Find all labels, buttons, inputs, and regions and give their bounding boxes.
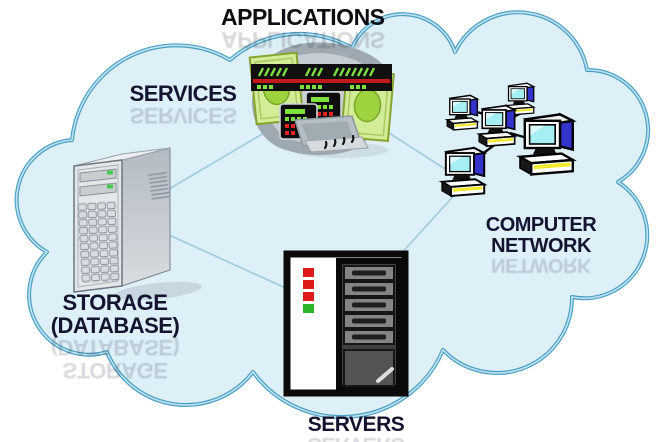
applications-label: APPLICATIONS APPLICATIONS	[221, 4, 385, 53]
computer-network-label: COMPUTER NETWORK NETWORK	[474, 214, 608, 276]
servers-label-text: SERVERS	[307, 413, 405, 436]
comma-marks	[323, 134, 355, 150]
computer-network-icon	[441, 82, 574, 197]
computer-network-label-line1: COMPUTER	[485, 214, 597, 236]
tower-side-face	[121, 147, 171, 287]
rack-panel-highlight	[376, 367, 394, 383]
optical-drives	[79, 168, 117, 197]
rack-bays	[343, 265, 395, 345]
server-rack-icon	[283, 250, 409, 397]
drive-led-green	[107, 170, 113, 175]
computer-network-label-line2: NETWORK	[491, 234, 591, 257]
network-pc-bottom	[441, 146, 486, 197]
servers-label: SERVERS SERVERS	[296, 414, 416, 442]
storage-label-reflection: STORAGE (DATABASE)	[50, 334, 180, 383]
led-red	[303, 280, 314, 289]
side-vent	[148, 171, 170, 200]
network-pc-right-large	[518, 113, 574, 176]
network-pc-left	[446, 94, 479, 131]
rack-lower-panel	[343, 349, 395, 387]
drive-bay-grid	[76, 201, 121, 283]
services-label-reflection: SERVICES	[129, 102, 237, 128]
switch-bar	[251, 64, 392, 91]
servers-label-reflection: SERVERS	[296, 433, 416, 442]
storage-label-text: STORAGE (DATABASE)	[50, 290, 180, 338]
applications-devices-icon	[248, 42, 395, 158]
cloud-outline-highlight	[15, 11, 649, 418]
led-red	[303, 292, 314, 301]
server-tower-icon	[73, 147, 202, 301]
applications-label-reflection: APPLICATIONS	[221, 26, 385, 53]
applications-label-text: APPLICATIONS	[221, 4, 385, 30]
switch-red-stripe	[253, 79, 390, 83]
tower-shadow	[114, 281, 202, 301]
led-green	[303, 304, 314, 313]
services-label-text: SERVICES	[129, 81, 237, 106]
led-red	[303, 268, 314, 277]
storage-label: STORAGE (DATABASE) STORAGE (DATABASE)	[1, 290, 229, 383]
services-label: SERVICES SERVICES	[122, 81, 244, 128]
rack-led-strip	[303, 268, 314, 313]
drive-led-green	[107, 184, 113, 189]
network-pc-center	[478, 104, 516, 147]
computer-network-label-reflection: NETWORK	[491, 253, 591, 276]
